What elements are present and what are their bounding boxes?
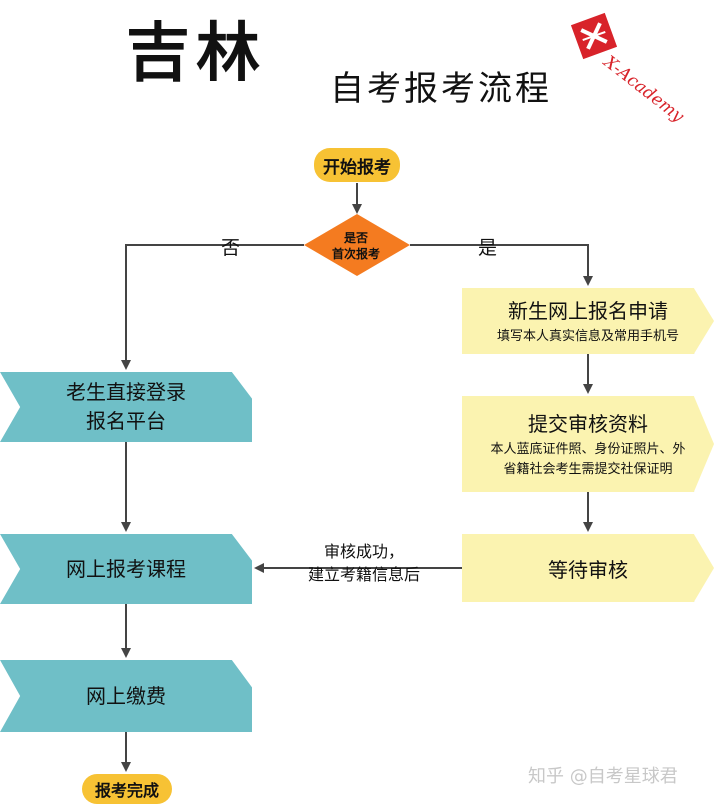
- review-note-line-1: 审核成功，: [323, 542, 404, 561]
- no-label: 否: [221, 237, 241, 259]
- wait-review-box: 等待审核: [462, 534, 714, 602]
- submit-documents-box: 提交审核资料 本人蓝底证件照、身份证照片、外 省籍社会考生需提交社保证明: [462, 396, 714, 492]
- new-student-apply-box: 新生网上报名申请 填写本人真实信息及常用手机号: [462, 288, 714, 354]
- submit-docs-title: 提交审核资料: [528, 411, 648, 436]
- decision-diamond: [304, 214, 410, 276]
- decision-node: 是否 首次报考: [318, 226, 394, 266]
- old-login-line-1: 老生直接登录: [66, 380, 186, 404]
- submit-docs-sub-2: 省籍社会考生需提交社保证明: [503, 462, 673, 477]
- pay-fees-label: 网上缴费: [86, 683, 166, 708]
- pay-fees-box: 网上缴费: [0, 660, 252, 732]
- register-courses-box: 网上报考课程: [0, 534, 252, 604]
- title-main: 吉林: [126, 16, 266, 91]
- decision-line-1: 是否: [343, 230, 368, 245]
- submit-docs-sub-1: 本人蓝底证件照、身份证照片、外: [490, 441, 686, 457]
- old-student-login-box: 老生直接登录 报名平台: [0, 372, 252, 442]
- finish-node: 报考完成: [82, 774, 172, 804]
- new-apply-subtitle: 填写本人真实信息及常用手机号: [496, 328, 679, 344]
- watermark: 知乎 @自考星球君: [528, 766, 678, 787]
- title-sub: 自考报考流程: [330, 69, 552, 109]
- yes-label: 是: [478, 237, 498, 259]
- wait-review-label: 等待审核: [548, 557, 628, 582]
- x-badge-icon: [570, 12, 618, 60]
- old-login-line-2: 报名平台: [86, 409, 166, 433]
- start-node: 开始报考: [314, 148, 400, 182]
- review-note-line-2: 建立考籍信息后: [307, 565, 420, 585]
- register-courses-label: 网上报考课程: [66, 556, 186, 581]
- review-success-note: 审核成功， 建立考籍信息后: [284, 540, 444, 586]
- decision-line-2: 首次报考: [331, 247, 380, 261]
- new-apply-title: 新生网上报名申请: [508, 298, 668, 323]
